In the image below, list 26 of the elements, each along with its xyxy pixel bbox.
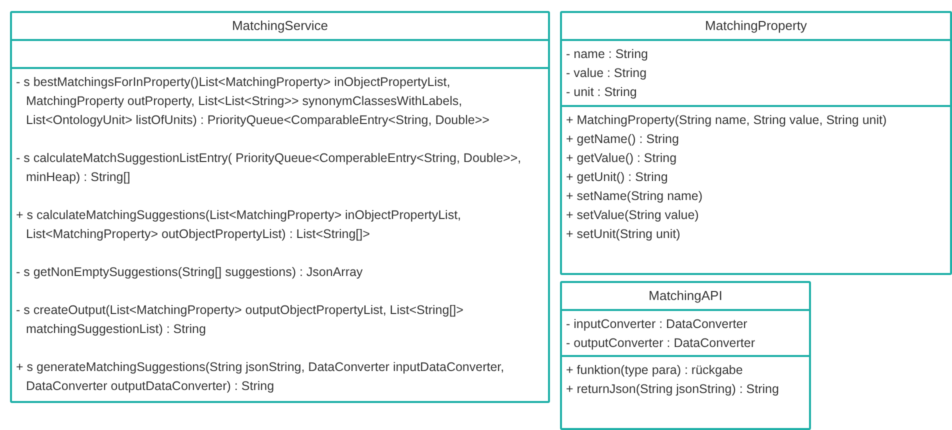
class-member: + funktion(type para) : rückgabe <box>566 362 744 379</box>
class-box <box>10 11 550 403</box>
class-member: - outputConverter : DataConverter <box>566 335 756 352</box>
class-member: + getName() : String <box>566 131 680 148</box>
class-member: + setName(String name) <box>566 188 704 205</box>
class-member: + MatchingProperty(String name, String value, String unit) <box>566 112 888 129</box>
class-member: - s createOutput(List<MatchingProperty> outputObjectPropertyList, List<String[]> matchingSuggestionList) : String <box>16 302 464 338</box>
class-member: - s bestMatchingsForInProperty()List<MatchingProperty> inObjectPropertyList, MatchingProperty outProperty, List<List<String>> synonymClassesWithLabels, List<OntologyUnit> listOfUnits) : PriorityQueue<ComparableEntry<String, Double>> <box>16 74 490 129</box>
class-member: - s calculateMatchSuggestionListEntry( PriorityQueue<ComperableEntry<String, Double>>, minHeap) : String[] <box>16 150 522 186</box>
class-member: - name : String <box>566 46 649 63</box>
class-member: + getUnit() : String <box>566 169 669 186</box>
class-member: - unit : String <box>566 84 638 101</box>
class-member: + setUnit(String unit) <box>566 226 682 243</box>
class-box <box>560 281 811 430</box>
class-name: MatchingAPI <box>648 287 724 305</box>
class-box <box>560 11 952 275</box>
class-member: - s getNonEmptySuggestions(String[] suggestions) : JsonArray <box>16 264 364 281</box>
class-name: MatchingService <box>230 17 330 35</box>
class-member: + setValue(String value) <box>566 207 700 224</box>
class-member: + s calculateMatchingSuggestions(List<MatchingProperty> inObjectPropertyList, List<MatchingProperty> outObjectPropertyList) : List<String[]> <box>16 207 462 243</box>
class-member: - value : String <box>566 65 648 82</box>
class-member: + s generateMatchingSuggestions(String jsonString, DataConverter inputDataConverter, DataConverter outputDataConverter) : String <box>16 359 506 395</box>
class-name: MatchingProperty <box>704 17 808 35</box>
class-member: - inputConverter : DataConverter <box>566 316 748 333</box>
class-member: + getValue() : String <box>566 150 678 167</box>
class-member: + returnJson(String jsonString) : String <box>566 381 780 398</box>
